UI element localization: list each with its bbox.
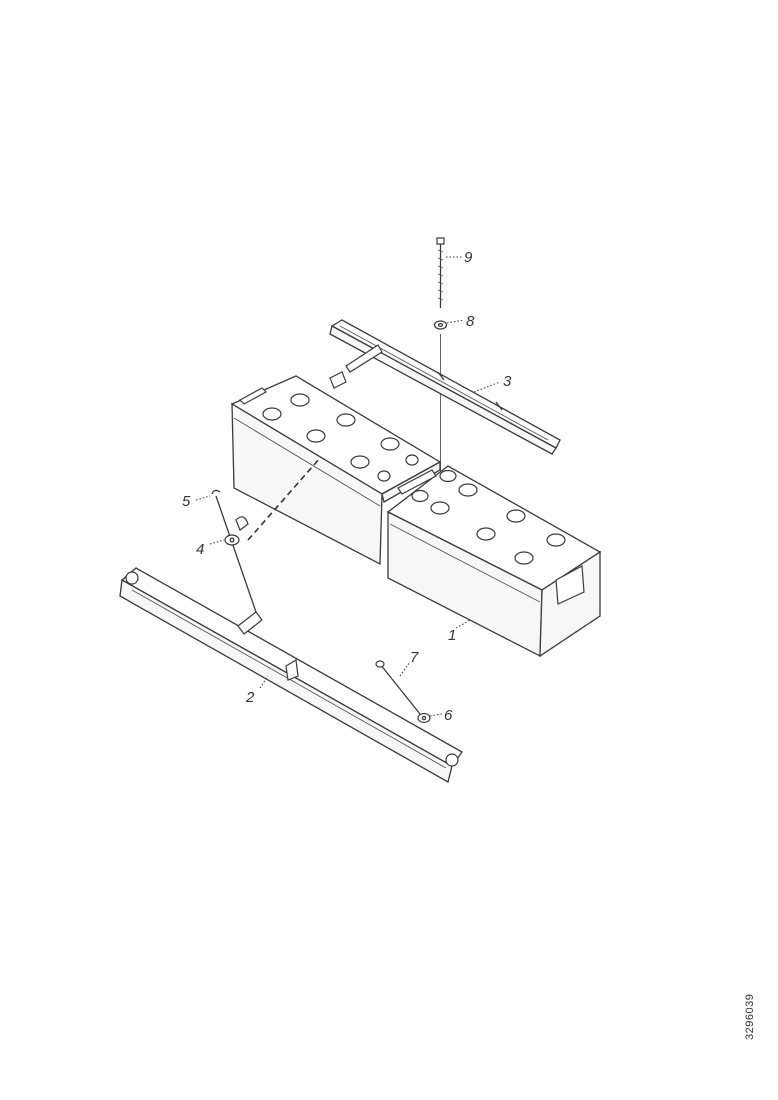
callout-7: 7 <box>410 649 419 666</box>
callout-1: 1 <box>448 627 456 644</box>
bolt-part <box>436 237 445 478</box>
nut-part <box>417 712 431 724</box>
callout-5: 5 <box>182 493 191 510</box>
callout-4: 4 <box>196 541 204 558</box>
lower-tray <box>119 567 463 783</box>
upper-clamp-bar <box>329 319 561 455</box>
callout-2: 2 <box>245 689 255 706</box>
stud-part <box>375 660 421 715</box>
clip-part <box>224 516 249 546</box>
battery-right <box>386 465 602 658</box>
hook-part <box>211 489 257 613</box>
reference-code: 3296039 <box>744 993 756 1040</box>
washer-part <box>433 320 448 330</box>
callout-8: 8 <box>466 313 475 330</box>
callout-6: 6 <box>444 707 453 724</box>
assembly-line <box>247 457 321 541</box>
callout-9: 9 <box>464 249 473 266</box>
leader-lines <box>195 256 501 717</box>
callout-3: 3 <box>503 373 512 390</box>
